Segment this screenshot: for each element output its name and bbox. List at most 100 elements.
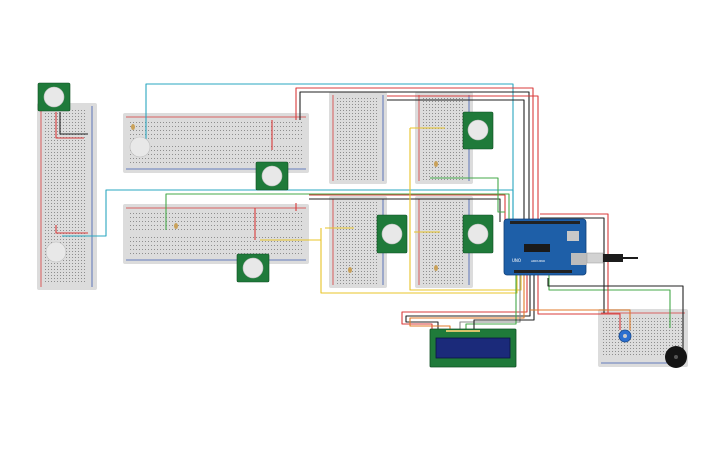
breadboard-hole <box>346 232 347 233</box>
breadboard-hole <box>462 208 463 209</box>
breadboard-hole <box>57 221 58 222</box>
breadboard-hole <box>78 254 79 255</box>
breadboard-hole <box>193 249 194 250</box>
breadboard-hole <box>72 179 73 180</box>
breadboard-hole <box>340 220 341 221</box>
breadboard-hole <box>340 161 341 162</box>
breadboard-hole <box>223 249 224 250</box>
lcd-header-pins <box>446 330 480 332</box>
breadboard-hole <box>220 138 221 139</box>
breadboard-hole <box>268 154 269 155</box>
breadboard-hole <box>66 119 67 120</box>
breadboard-hole <box>441 205 442 206</box>
breadboard-hole <box>432 140 433 141</box>
breadboard-hole <box>456 217 457 218</box>
breadboard-hole <box>340 241 341 242</box>
breadboard-hole <box>169 245 170 246</box>
breadboard-hole <box>223 162 224 163</box>
breadboard-hole <box>423 170 424 171</box>
breadboard-hole <box>259 217 260 218</box>
breadboard-hole <box>370 143 371 144</box>
breadboard-hole <box>423 107 424 108</box>
breadboard-hole <box>358 155 359 156</box>
breadboard-hole <box>355 152 356 153</box>
breadboard-hole <box>358 161 359 162</box>
breadboard-hole <box>373 146 374 147</box>
breadboard-hole <box>54 161 55 162</box>
breadboard-hole <box>441 152 442 153</box>
breadboard-hole <box>337 226 338 227</box>
breadboard-hole <box>235 150 236 151</box>
breadboard-hole <box>651 351 652 352</box>
breadboard-hole <box>337 164 338 165</box>
breadboard-hole <box>630 330 631 331</box>
breadboard-hole <box>295 225 296 226</box>
breadboard-hole <box>172 213 173 214</box>
breadboard-hole <box>295 245 296 246</box>
breadboard-hole <box>63 266 64 267</box>
breadboard-hole <box>75 206 76 207</box>
arduino-reset <box>567 231 579 241</box>
breadboard-hole <box>262 245 263 246</box>
breadboard-hole <box>337 271 338 272</box>
breadboard-hole <box>220 126 221 127</box>
breadboard-hole <box>280 150 281 151</box>
breadboard-hole <box>193 154 194 155</box>
breadboard-hole <box>606 318 607 319</box>
breadboard-hole <box>609 333 610 334</box>
breadboard-hole <box>193 225 194 226</box>
breadboard-hole <box>247 158 248 159</box>
breadboard-hole <box>435 220 436 221</box>
breadboard-hole <box>66 176 67 177</box>
breadboard-hole <box>199 221 200 222</box>
breadboard-hole <box>63 194 64 195</box>
breadboard-hole <box>78 230 79 231</box>
breadboard-hole <box>265 130 266 131</box>
breadboard-hole <box>54 224 55 225</box>
breadboard-hole <box>69 176 70 177</box>
breadboard-hole <box>268 237 269 238</box>
breadboard-hole <box>265 122 266 123</box>
breadboard-hole <box>57 227 58 228</box>
breadboard-hole <box>361 143 362 144</box>
breadboard-hole <box>84 185 85 186</box>
breadboard-hole <box>651 321 652 322</box>
breadboard-hole <box>352 241 353 242</box>
breadboard-hole <box>447 134 448 135</box>
breadboard-hole <box>45 242 46 243</box>
breadboard-hole <box>358 274 359 275</box>
breadboard-hole <box>361 268 362 269</box>
breadboard-hole <box>361 116 362 117</box>
breadboard-hole <box>627 327 628 328</box>
breadboard-hole <box>292 217 293 218</box>
breadboard-hole <box>606 333 607 334</box>
breadboard-hole <box>244 122 245 123</box>
breadboard-hole <box>441 265 442 266</box>
breadboard-hole <box>292 241 293 242</box>
breadboard-hole <box>435 277 436 278</box>
breadboard-hole <box>352 235 353 236</box>
breadboard-hole <box>373 128 374 129</box>
breadboard-hole <box>657 327 658 328</box>
breadboard-hole <box>72 167 73 168</box>
breadboard-hole <box>355 271 356 272</box>
breadboard-hole <box>54 233 55 234</box>
breadboard-hole <box>340 235 341 236</box>
breadboard-hole <box>57 119 58 120</box>
breadboard-hole <box>444 217 445 218</box>
breadboard-hole <box>66 164 67 165</box>
breadboard-hole <box>346 211 347 212</box>
breadboard-hole <box>441 119 442 120</box>
breadboard-hole <box>84 278 85 279</box>
breadboard-hole <box>450 214 451 215</box>
breadboard-hole <box>241 237 242 238</box>
breadboard-hole <box>654 339 655 340</box>
breadboard-hole <box>462 226 463 227</box>
breadboard-hole <box>45 239 46 240</box>
breadboard-hole <box>277 249 278 250</box>
breadboard-hole <box>63 272 64 273</box>
breadboard-hole <box>355 223 356 224</box>
breadboard-hole <box>54 206 55 207</box>
breadboard-hole <box>72 152 73 153</box>
breadboard-hole <box>444 176 445 177</box>
